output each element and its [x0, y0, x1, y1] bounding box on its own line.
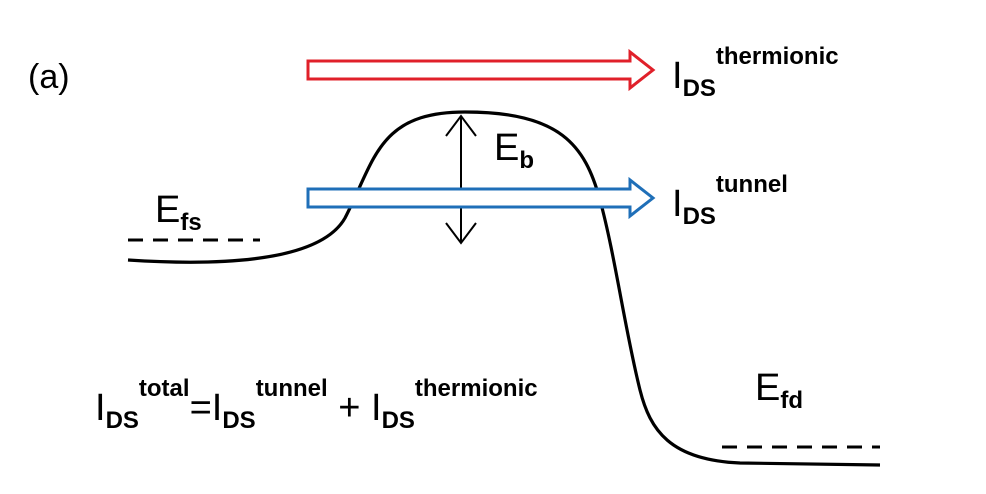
barrier-height-arrow: [445, 114, 477, 245]
band-profile-curve: [127, 110, 881, 467]
total-current-equation: IDStotal=IDStunnel + IDSthermionic: [95, 375, 538, 434]
source-fermi-level-label: Efs: [155, 189, 202, 236]
panel-label: (a): [28, 58, 70, 96]
tunnel-current-label: IDStunnel: [672, 171, 788, 230]
drain-fermi-level-label: Efd: [755, 367, 803, 414]
barrier-height-label: Eb: [494, 127, 534, 174]
thermionic-current-arrow: [306, 48, 656, 92]
thermionic-current-label: IDSthermionic: [672, 43, 839, 102]
tunnel-current-arrow: [306, 176, 656, 220]
